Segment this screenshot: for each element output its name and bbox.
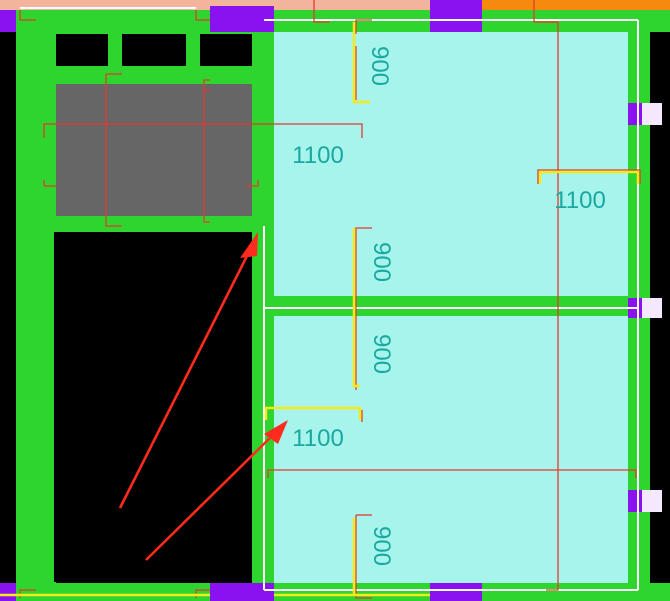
white-tag — [642, 490, 662, 512]
left-inner-wall — [36, 232, 56, 583]
wall-bottom — [0, 583, 670, 601]
white-lines — [20, 7, 639, 591]
room-upper — [274, 32, 628, 296]
dimension-label-900: 900 — [368, 334, 395, 374]
purple-block — [210, 583, 274, 601]
dark-shaft — [54, 232, 252, 582]
dimension-label-1100: 1100 — [554, 187, 606, 214]
top-strip-orange — [480, 0, 670, 10]
arrow-annotation — [118, 232, 258, 509]
top-strip — [0, 0, 670, 10]
dimension-label-900: 900 — [368, 526, 395, 566]
purple-block — [210, 6, 274, 32]
window-3 — [200, 34, 252, 66]
dimension-label-900: 900 — [366, 46, 393, 86]
dimension-label-1100: 1100 — [292, 142, 344, 169]
window-1 — [56, 34, 108, 66]
gray-room — [56, 84, 252, 216]
red-annotation-lines — [19, 0, 641, 599]
room-divider-wall — [274, 296, 628, 316]
yellow-markers — [0, 22, 640, 597]
dimension-label-1100: 1100 — [292, 425, 344, 452]
arrow-annotation — [145, 420, 288, 561]
purple-block — [0, 583, 16, 601]
room-lower — [274, 316, 628, 583]
purple-block — [0, 10, 16, 32]
purple-block — [430, 0, 482, 32]
window-2 — [122, 34, 186, 66]
left-void — [0, 32, 16, 583]
purple-block — [430, 583, 482, 601]
dimension-label-900: 900 — [368, 242, 395, 282]
white-tag — [642, 103, 662, 125]
white-tag — [642, 298, 662, 318]
